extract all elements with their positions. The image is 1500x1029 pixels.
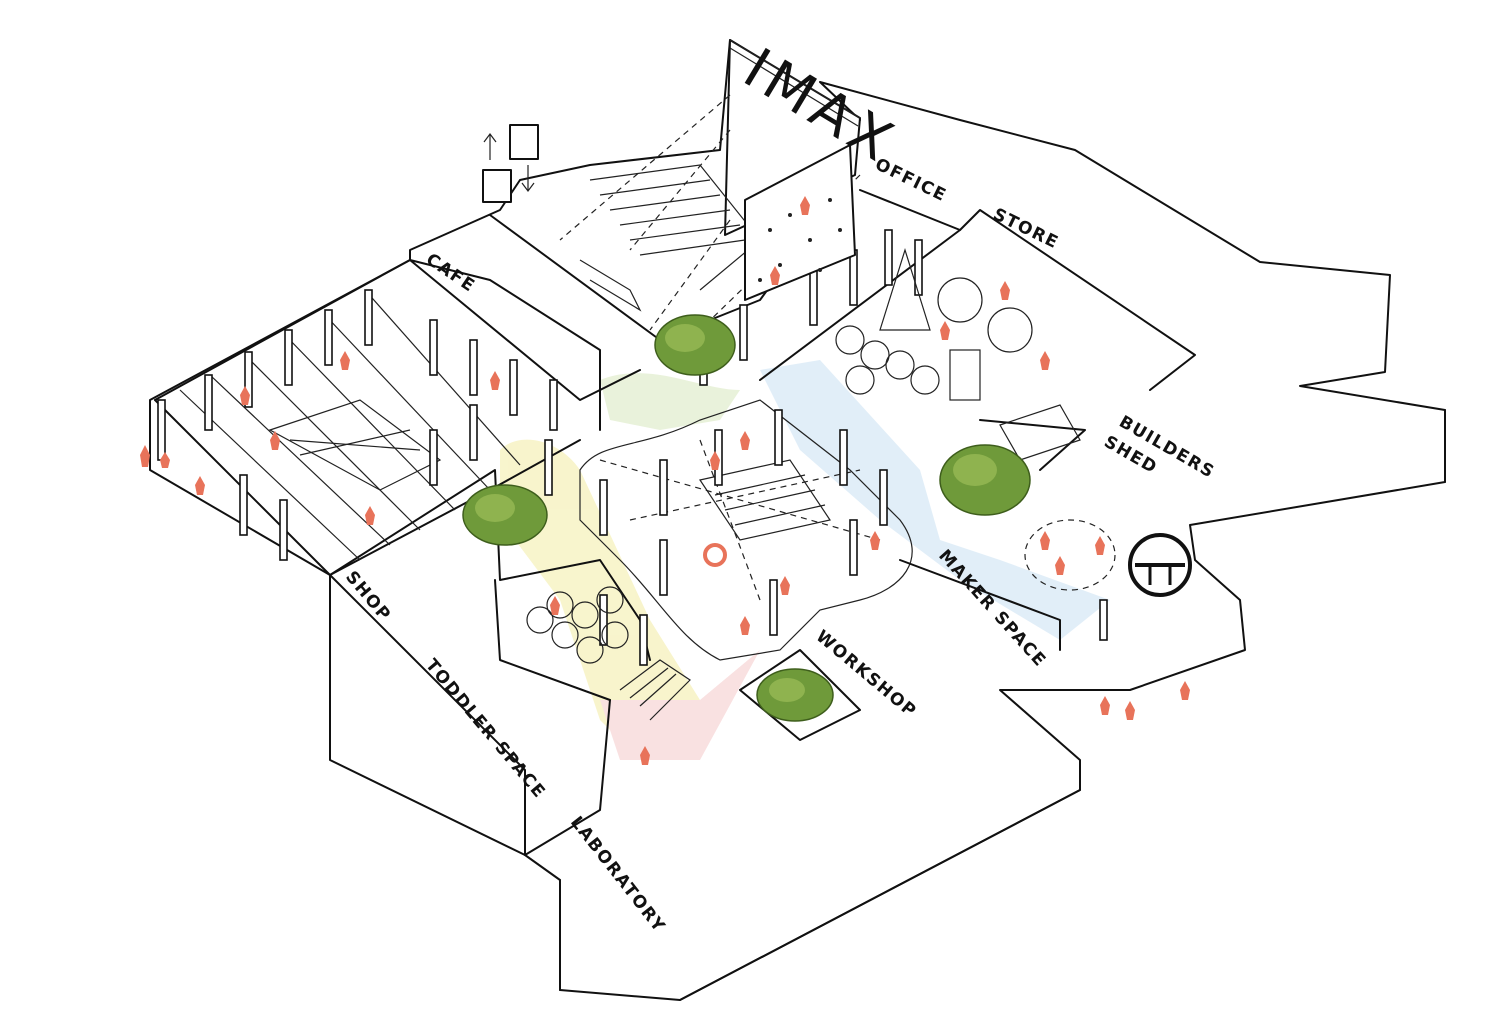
lift-arrows-icon: [482, 124, 539, 203]
person-figure-icon: [140, 196, 1190, 765]
courtyard-tree-icon: [654, 314, 736, 376]
store-exhibits: [835, 247, 1081, 461]
cinema-seating: [589, 164, 761, 291]
climbing-wall: [744, 144, 856, 301]
builders-shed-dome: [1024, 519, 1192, 597]
people-figures: [140, 196, 1190, 765]
courtyard-trees: [462, 314, 1031, 722]
courtyard-tree-icon: [939, 444, 1031, 516]
stairs: [579, 259, 691, 721]
courtyard-tree-icon: [462, 484, 548, 546]
toddler-balls: [526, 586, 629, 664]
courtyard-tree-icon: [756, 668, 834, 722]
central-hall: [579, 399, 913, 661]
